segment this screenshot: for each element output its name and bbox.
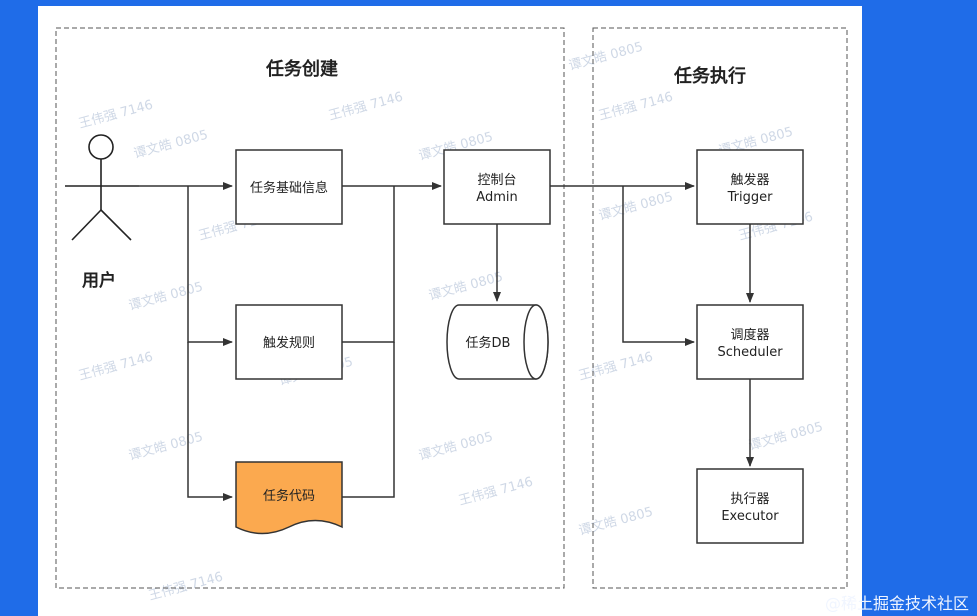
arrow-user-to-task-code bbox=[187, 342, 233, 501]
node-task-db-label: 任务DB bbox=[466, 335, 511, 351]
arrow-console-to-scheduler bbox=[622, 186, 695, 346]
execution-panel bbox=[592, 27, 848, 589]
node-scheduler-label-cn: 调度器 bbox=[730, 327, 769, 343]
node-console-label-en: Admin bbox=[476, 190, 517, 205]
user-label: 用户 bbox=[82, 270, 116, 291]
node-executor-label-cn: 执行器 bbox=[730, 492, 769, 507]
node-trigger-label-en: Trigger bbox=[727, 190, 773, 205]
creation-panel-title: 任务创建 bbox=[265, 58, 338, 80]
node-console-label-cn: 控制台 bbox=[477, 173, 516, 188]
node-console: 控制台 Admin bbox=[443, 149, 551, 225]
node-basic-info: 任务基础信息 bbox=[235, 149, 343, 225]
node-task-code: 任务代码 bbox=[235, 461, 343, 535]
node-trigger-rule: 触发规则 bbox=[235, 304, 343, 380]
user-actor-icon bbox=[65, 134, 139, 241]
node-task-db: 任务DB bbox=[446, 304, 549, 380]
node-scheduler-label-en: Scheduler bbox=[717, 345, 783, 360]
node-task-code-label: 任务代码 bbox=[263, 488, 315, 504]
footer-credit: @稀土掘金技术社区 bbox=[824, 594, 969, 613]
node-scheduler: 调度器 Scheduler bbox=[696, 304, 804, 380]
connectors bbox=[139, 182, 754, 501]
node-trigger: 触发器 Trigger bbox=[696, 149, 804, 225]
node-trigger-label-cn: 触发器 bbox=[730, 172, 769, 188]
node-trigger-rule-label: 触发规则 bbox=[263, 335, 315, 351]
node-executor-label-en: Executor bbox=[721, 509, 779, 524]
node-executor: 执行器 Executor bbox=[696, 468, 804, 544]
creation-panel bbox=[55, 27, 565, 589]
execution-panel-title: 任务执行 bbox=[673, 65, 746, 87]
line-task-code-merge bbox=[342, 342, 395, 498]
node-basic-info-label: 任务基础信息 bbox=[250, 180, 328, 196]
